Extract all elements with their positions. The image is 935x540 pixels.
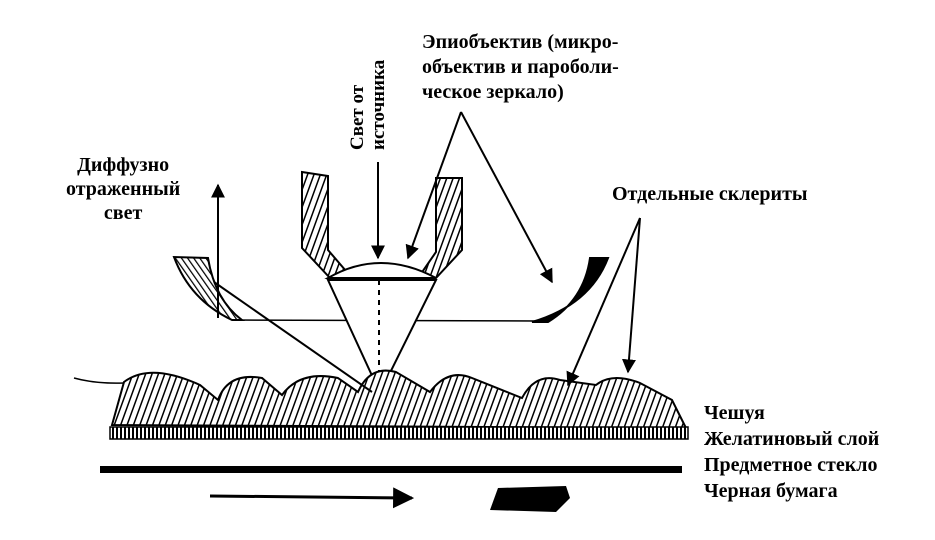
- light-cone: [326, 279, 438, 396]
- sclerite-pointer-2: [622, 217, 641, 374]
- diffuse-label-line-1: Диффузно: [77, 154, 170, 176]
- layer-label-slide: Предметное стекло: [704, 454, 878, 476]
- objective-lens: [324, 262, 437, 279]
- epi-label-line-3: ческое зеркало): [422, 81, 564, 103]
- epi-label-line-1: Эпиобъектив (микро-: [422, 31, 619, 53]
- direction-arrow: [209, 487, 415, 509]
- source-light-label-line-2: источника: [368, 59, 389, 150]
- slide-glass: [100, 466, 682, 473]
- layer-label-scale: Чешуя: [704, 402, 765, 424]
- source-light-label-line-1: Свет от: [347, 84, 368, 150]
- parabolic-mirror-left: [172, 255, 246, 321]
- leader-lines: [211, 111, 641, 393]
- layers-legend: Чешуя Желатиновый слой Предметное стекло…: [704, 400, 879, 504]
- objective-barrel-right: [416, 177, 463, 279]
- parabolic-mirror-right: [531, 257, 610, 323]
- scale-layer: [110, 369, 688, 430]
- black-paper: [490, 486, 570, 512]
- diffuse-label-line-2: отраженный: [66, 178, 181, 200]
- objective-barrel-left: [301, 170, 355, 279]
- scale-edge-line: [73, 377, 125, 384]
- sclerite-pointer-1: [566, 217, 641, 387]
- epiobjective-label: Эпиобъектив (микро- объектив и пароболи-…: [422, 30, 619, 105]
- epi-label-line-2: объектив и пароболи-: [422, 56, 619, 78]
- diffuse-light-label: Диффузно отраженный свет: [66, 153, 180, 225]
- sclerites-label: Отдельные склериты: [612, 183, 808, 205]
- epi-pointer-lens: [405, 111, 462, 260]
- epi-pointer-mirror: [460, 111, 553, 284]
- layer-label-black-paper: Черная бумага: [704, 480, 838, 502]
- gelatin-layer: [109, 426, 689, 440]
- layer-label-gelatin: Желатиновый слой: [704, 428, 880, 450]
- diffuse-ray: [213, 281, 373, 393]
- diffuse-label-line-3: свет: [103, 202, 143, 224]
